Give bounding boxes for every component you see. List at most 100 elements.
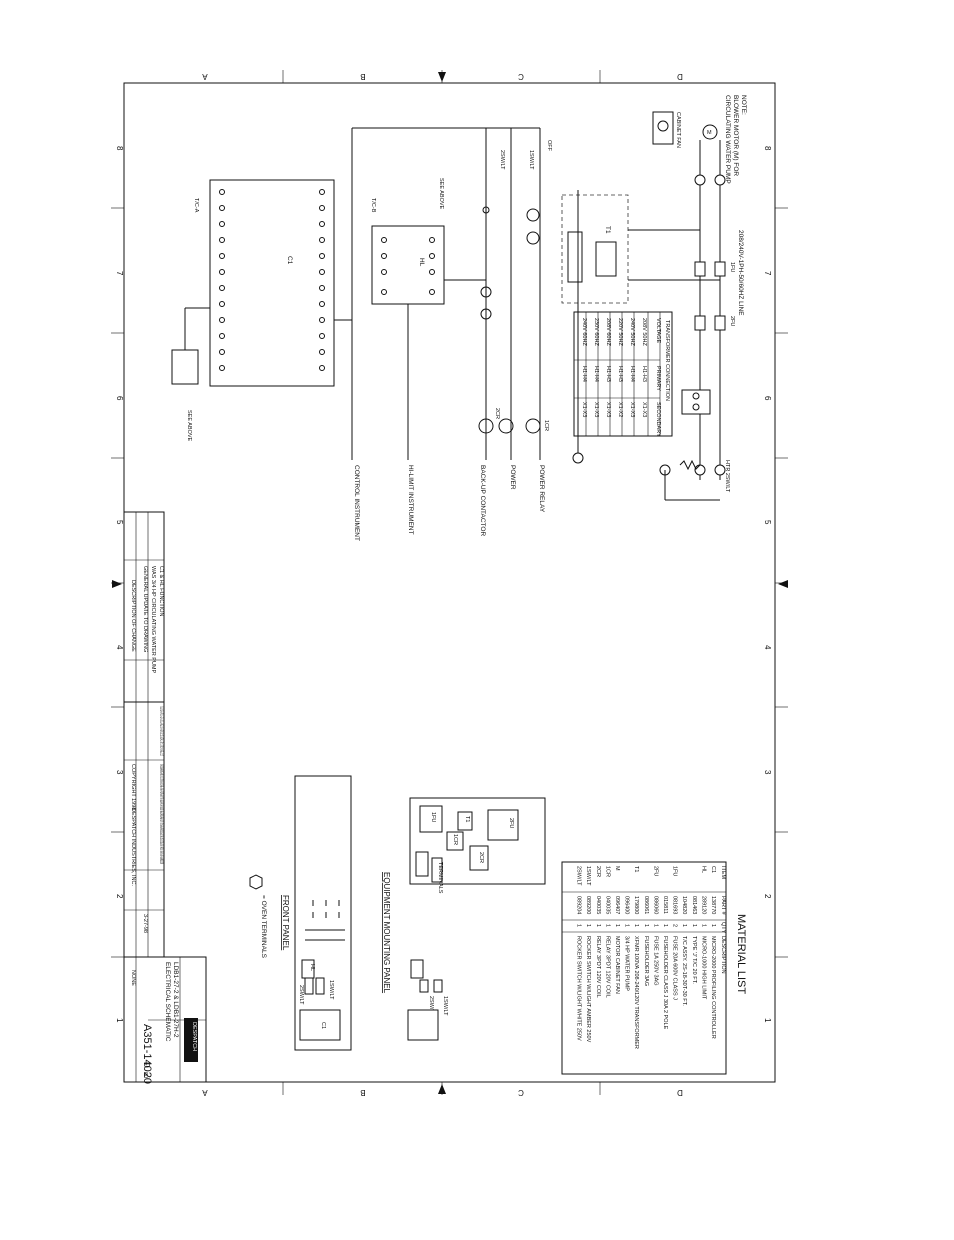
- zone-letter-top-c: C: [518, 72, 524, 81]
- see-above-label-c1: SEE ABOVE: [186, 410, 192, 442]
- material-row-qty: 1: [700, 924, 706, 927]
- zone-num-left-4: 4: [115, 645, 124, 650]
- title-block: UNLESS OTHERWISE SPECIFIED TOLERANCES ON…: [123, 701, 207, 1084]
- fuse-extra: [714, 315, 726, 331]
- material-row-desc: T/C ASSY. 2S-18-30T-30 FT.: [681, 936, 687, 1006]
- switch-off-label-a: OFF: [546, 140, 552, 152]
- material-list-title: MATERIAL LIST: [735, 914, 747, 994]
- zone-letter-top-b: B: [360, 72, 365, 81]
- c1-terminal: [219, 301, 225, 307]
- terminal-legend-text: = OVEN TERMINALS: [260, 895, 267, 959]
- drawing-scale: NONE: [130, 970, 136, 986]
- c1-terminal: [219, 333, 225, 339]
- material-header-qty: QTY: [720, 922, 726, 934]
- c1-terminal: [319, 285, 325, 291]
- material-row-qty: 2: [672, 924, 678, 927]
- c1-controller-box: [209, 179, 335, 387]
- transformer-table: TRANSFORMER CONNECTION 208V 50HZH1-H3X1-…: [573, 311, 673, 437]
- zone-num-left-3: 3: [115, 770, 124, 775]
- material-row-item: 1FU: [672, 866, 678, 876]
- c1-terminal: [219, 205, 225, 211]
- front-c1-label: C1: [320, 1022, 326, 1029]
- material-header-item: ITEM: [720, 866, 726, 880]
- zone-num-right-2: 2: [763, 894, 772, 899]
- material-row-qty: 1: [585, 924, 591, 927]
- c1-terminals: [219, 189, 325, 371]
- transformer-row-secondary: X1-X3: [605, 402, 611, 417]
- material-row-qty: 1: [691, 924, 697, 927]
- c1-label: C1: [286, 256, 293, 265]
- transformer-row-voltage: 220V 50HZ: [617, 318, 623, 346]
- material-row-desc: XFMR 100VA 208-240/120V TRANSFORMER: [633, 936, 639, 1049]
- c1-terminal: [319, 253, 325, 259]
- zone-letter-bottom-c: C: [518, 1088, 524, 1097]
- material-row-item: 2FU: [652, 866, 658, 876]
- mount-1fu-box: [419, 805, 443, 833]
- front-2sw-box: [304, 977, 314, 995]
- transformer-row-secondary: X1-X3: [593, 402, 599, 417]
- note-line-3: CIRCULATING WATER PUMP: [724, 95, 731, 184]
- relay-small-box: [171, 349, 199, 385]
- zone-num-right-6: 6: [763, 396, 772, 401]
- transformer-row-primary: H1-H3: [617, 366, 623, 382]
- front-panel-frame: [294, 775, 352, 1051]
- mount-terminals-label: TERMINALS: [437, 862, 443, 894]
- zone-num-right-4: 4: [763, 645, 772, 650]
- material-row-qty: 1: [614, 924, 620, 927]
- mounting-panel-title: EQUIPMENT MOUNTING PANEL: [382, 872, 391, 994]
- note-line-1: NOTE:: [740, 95, 747, 115]
- material-row-item: 1SW/LT: [585, 866, 591, 886]
- zone-num-left-6: 6: [115, 396, 124, 401]
- zone-num-right-1: 1: [763, 1018, 772, 1023]
- zone-letter-bottom-d: D: [677, 1088, 683, 1097]
- fuse-2fu: [694, 315, 706, 331]
- c1-terminal: [319, 237, 325, 243]
- c1-terminal: [219, 253, 225, 259]
- material-row-part: 089200: [585, 896, 591, 914]
- material-row-desc: FUSE 1A 250V 3AG: [652, 936, 658, 986]
- front-1sw-box: [315, 977, 325, 995]
- cabinet-fan-box: [652, 111, 674, 145]
- transformer-header-voltage: VOLTAGE: [655, 318, 661, 343]
- material-row-part: 096407: [614, 896, 620, 914]
- transformer-header-primary: PRIMARY: [655, 366, 661, 391]
- relay-1cr-label: 1CR: [543, 420, 549, 431]
- contact-icon: [480, 286, 492, 298]
- material-row-desc: FUSEHOLDER CLASS J 30A 2 POLE: [662, 936, 668, 1030]
- supply-line-label: 208/240V-1PH-50/60HZ LINE: [737, 230, 744, 316]
- hl-instrument-box: [371, 225, 445, 305]
- revision-row-b: WAS 3/4 HP CIRCULATING WATER PUMP: [150, 566, 156, 673]
- c1-terminal: [319, 301, 325, 307]
- front-panel-title: FRONT PANEL: [281, 895, 290, 951]
- material-row-qty: 1: [652, 924, 658, 927]
- c1-terminal: [319, 365, 325, 371]
- company-logo-text: DESPATCH: [191, 1022, 197, 1051]
- c1-terminal: [319, 333, 325, 339]
- c1-terminal: [219, 349, 225, 355]
- transformer-label: T1: [604, 226, 611, 234]
- transformer-row-voltage: 208V 60HZ: [605, 318, 611, 346]
- transformer-row-voltage: 240V 60HZ: [581, 318, 587, 346]
- material-row-part: 179800: [633, 896, 639, 914]
- revision-row-c: GENERAL UPDATE TO DRAWING: [142, 566, 148, 652]
- drawing-title-2: ELECTRICAL SCHEMATIC: [164, 962, 171, 1042]
- material-row-desc: MICRO-2000 PROFILING CONTROLLER: [710, 936, 716, 1039]
- mount-terminal-strip: [431, 857, 443, 883]
- heater-switch-label: HTR 2SW/LT: [724, 460, 730, 493]
- c1-terminal: [219, 269, 225, 275]
- material-row-item: 2CR: [595, 866, 601, 877]
- zone-numbers-left: 8 7 6 5 4 3 2 1: [115, 146, 124, 1023]
- material-row-desc: TYPE 'J' T/C 20 FT.: [691, 936, 697, 984]
- fuse-1fu-a: [694, 261, 706, 277]
- zone-num-right-5: 5: [763, 520, 772, 525]
- mount-2fu-box: [487, 809, 519, 841]
- c1-terminal: [319, 317, 325, 323]
- material-header-part: PART #: [720, 896, 726, 916]
- mount-t1-box: [457, 811, 473, 831]
- zone-num-left-8: 8: [115, 146, 124, 151]
- c1-terminal: [219, 285, 225, 291]
- transformer-row-primary: H1-H4: [629, 366, 635, 382]
- transformer-table-title: TRANSFORMER CONNECTION: [664, 320, 670, 401]
- terminal-icon: [692, 403, 700, 411]
- front-panel: FRONT PANEL HL 1SW/LT 2SW/LT C1: [281, 775, 352, 1051]
